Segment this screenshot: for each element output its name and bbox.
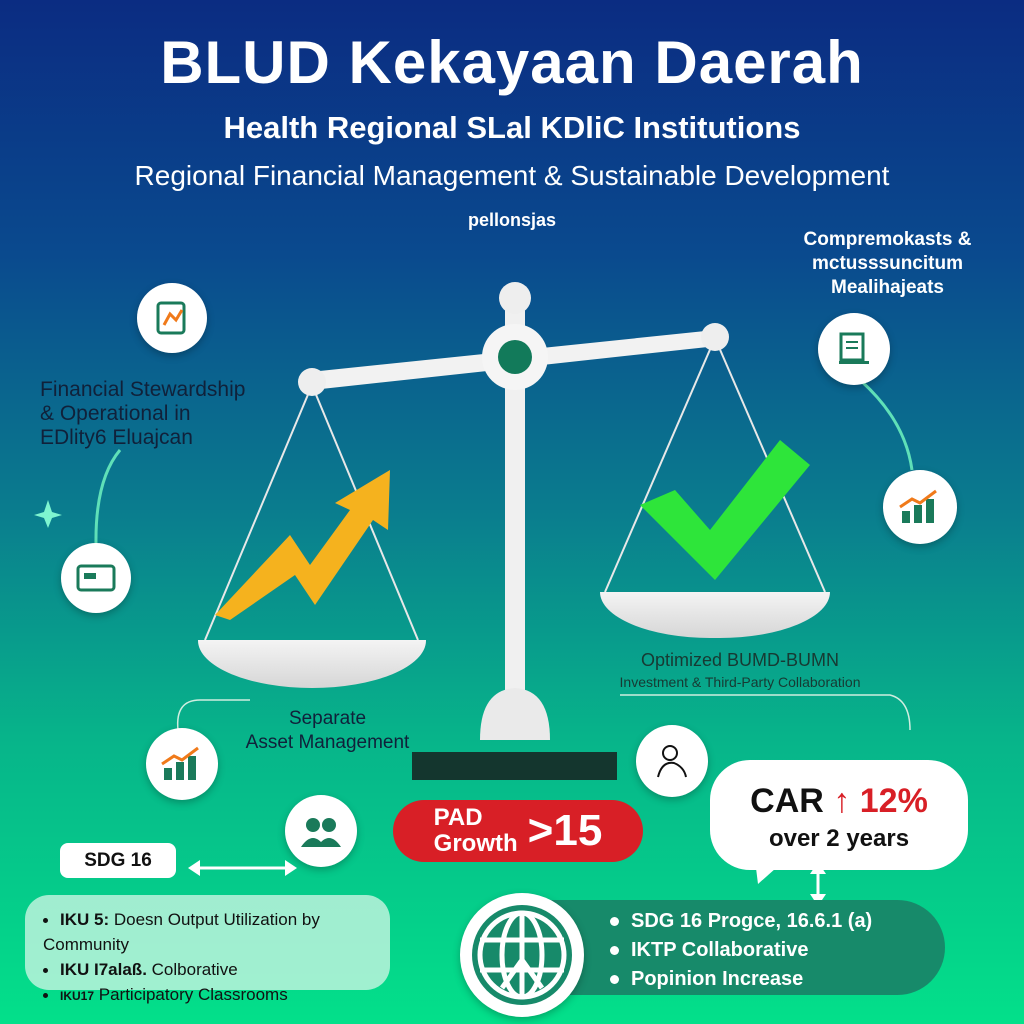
arrow-up-icon: ↑: [833, 782, 851, 820]
small-label: pellonsjas: [467, 210, 557, 230]
sdg-label: SDG 16: [60, 843, 176, 878]
left-text-line: EDlity6 Eluajcan: [40, 426, 193, 449]
globe-peace-icon: [460, 893, 584, 1017]
right-top-line: mctusssuncitum: [812, 253, 963, 274]
right-top-text: Compremokasts & mctusssuncitum Mealihaje…: [780, 228, 995, 300]
list-item-text: Popinion Increase: [631, 968, 804, 990]
car-period: over 2 years: [768, 825, 910, 852]
bar-chart-icon: [146, 728, 218, 800]
users-icon: [285, 795, 357, 867]
list-item: SDG 16 Progce, 16.6.1 (a): [610, 907, 945, 936]
checkmark-icon: [640, 440, 810, 580]
bar-chart-icon: [883, 470, 957, 544]
list-item-key: IKU 5:: [60, 910, 110, 929]
page-title: BLUD Kekayaan Daerah: [160, 29, 864, 96]
page-tagline: Regional Financial Management & Sustaina…: [134, 160, 890, 191]
list-item: IKU I7alaß. Colborative: [43, 957, 390, 982]
car-value: 12%: [859, 782, 928, 820]
list-item-key: IKU I7alaß.: [60, 960, 147, 979]
right-pan-label: Optimized BUMD-BUMN Investment & Third-P…: [600, 650, 880, 690]
right-top-line: Mealihajeats: [831, 277, 944, 298]
car-label: CAR: [750, 782, 824, 820]
sdg-progress-list: SDG 16 Progce, 16.6.1 (a) IKTP Collabora…: [520, 900, 945, 995]
document-chart-icon: [137, 283, 207, 353]
list-item: IKU17 Participatory Classrooms: [43, 982, 390, 1009]
list-item-text: Colborative: [151, 960, 238, 979]
computer-icon: [818, 313, 890, 385]
left-pan-label: Separate Asset Management: [235, 707, 420, 755]
left-text-line: Financial Stewardship: [40, 378, 246, 401]
list-item-text: SDG 16 Progce, 16.6.1 (a): [631, 910, 873, 932]
left-pan-label-line: Asset Management: [245, 732, 410, 753]
right-pan-label-line: Investment & Third-Party Collaboration: [619, 674, 861, 690]
list-item-text: Doesn Output Utilization by Community: [43, 910, 320, 954]
left-text: Financial Stewardship & Operational in E…: [40, 378, 280, 450]
iku-list: IKU 5: Doesn Output Utilization by Commu…: [25, 895, 390, 1004]
list-item: Popinion Increase: [610, 965, 945, 994]
left-pan-label-line: Separate: [288, 708, 367, 729]
card-icon: [61, 543, 131, 613]
bubble-tail: [755, 860, 785, 884]
list-item-text: IKTP Collaborative: [631, 939, 809, 961]
list-item: IKU 5: Doesn Output Utilization by Commu…: [43, 907, 390, 957]
list-item: IKTP Collaborative: [610, 936, 945, 965]
right-pan-label-line: Optimized BUMD-BUMN: [640, 650, 840, 670]
list-item-key: IKU17: [60, 989, 95, 1003]
growth-arrow-icon: [215, 470, 390, 620]
page-subtitle: Health Regional SLal KDliC Institutions: [223, 110, 801, 145]
list-item-text: Participatory Classrooms: [98, 985, 288, 1004]
pad-value: >15: [527, 806, 603, 855]
car-speech-bubble: CAR ↑ 12% over 2 years: [710, 760, 968, 884]
pad-label: Growth: [433, 830, 518, 857]
person-icon: [636, 725, 708, 797]
pad-label: PAD: [433, 804, 483, 831]
right-top-line: Compremokasts &: [803, 229, 972, 250]
left-text-line: & Operational in: [40, 402, 191, 425]
